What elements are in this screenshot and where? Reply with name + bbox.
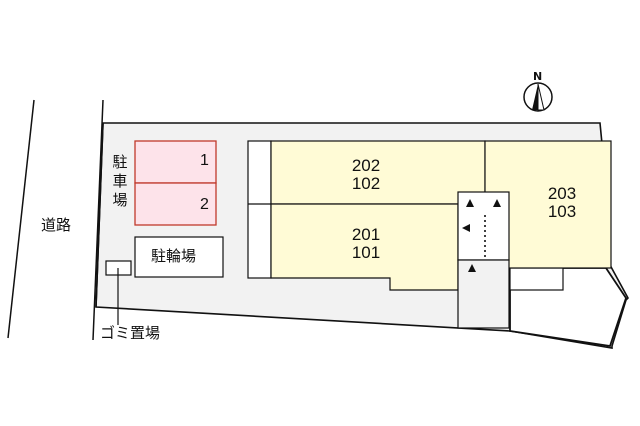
entrance-marker-icon <box>468 264 476 272</box>
entrance-marker-icon <box>462 224 470 232</box>
entrance-marker-icon <box>493 199 501 207</box>
building-west-strip <box>247 140 272 279</box>
bicycle-parking-area <box>134 236 224 278</box>
road-edge-line <box>7 99 35 339</box>
parking-space-1-area <box>134 140 217 184</box>
parking-space-1: 1 <box>200 152 209 169</box>
unit-202-102: 202 102 <box>351 156 381 193</box>
entry-walkway <box>457 259 510 329</box>
unit-202-102-area <box>270 140 486 205</box>
north-arrow-icon <box>523 82 553 112</box>
unit-201-101: 201 101 <box>351 225 381 262</box>
parking-space-2: 2 <box>200 196 209 213</box>
parking-label: 駐 車 場 <box>112 153 128 209</box>
garbage-label: ゴミ置場 <box>100 324 161 342</box>
parking-space-2-area <box>134 182 217 226</box>
stairway <box>457 191 510 261</box>
north-label: N <box>533 70 543 83</box>
road-label: 道路 <box>41 216 72 234</box>
lot-west-line <box>92 99 104 341</box>
bicycle-parking-label: 駐輪場 <box>151 247 197 265</box>
unit-203-103: 203 103 <box>547 184 577 221</box>
entrance-marker-icon <box>466 199 474 207</box>
